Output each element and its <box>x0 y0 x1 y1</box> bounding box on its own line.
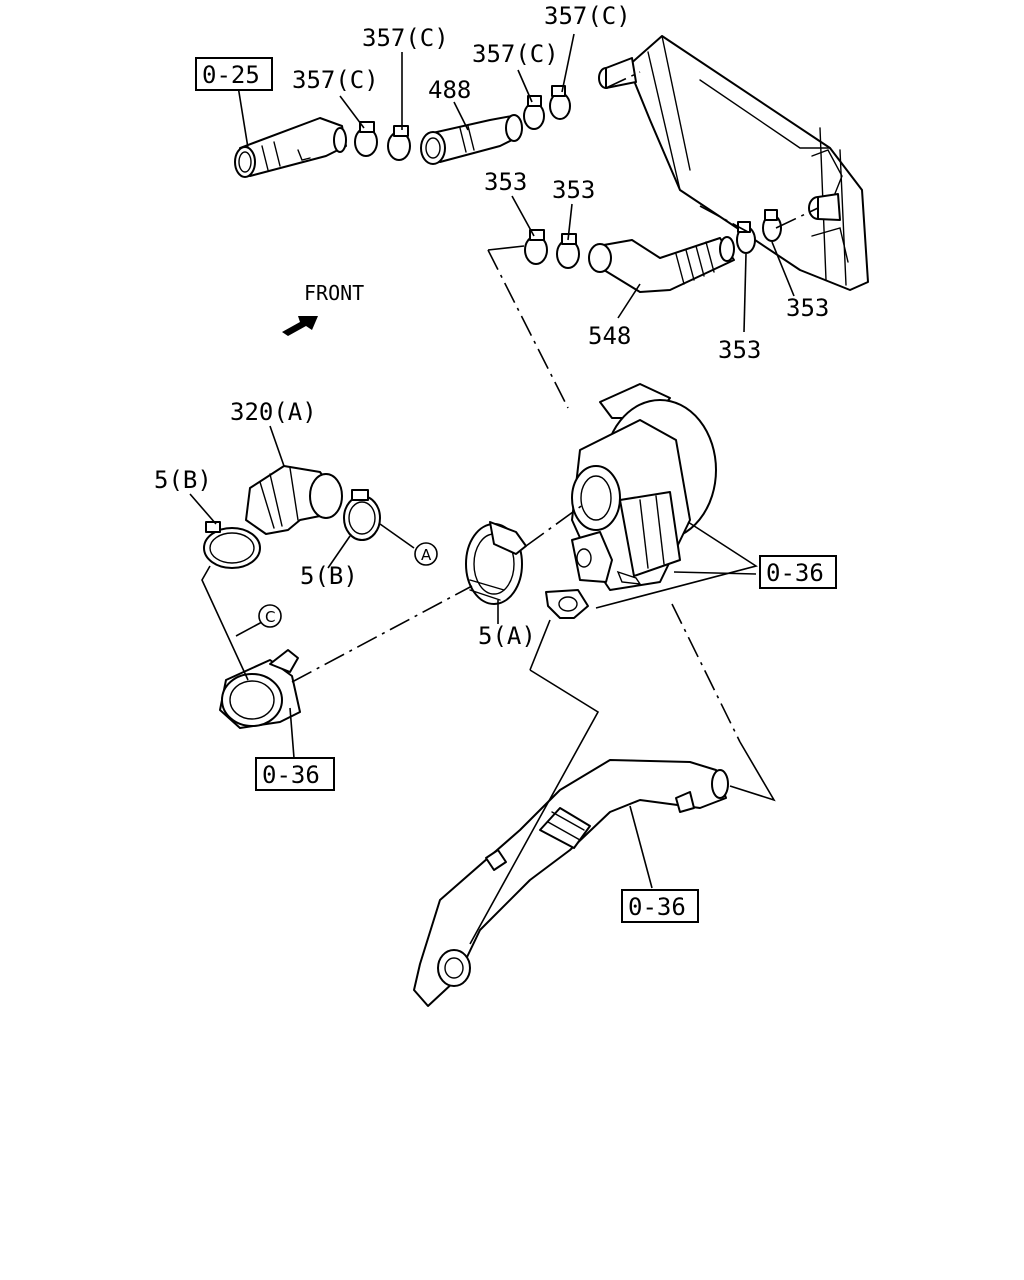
label-357c-3: 357(C) <box>472 40 559 68</box>
ref-box-0-36-turbo <box>759 555 837 589</box>
callout-circle-a <box>414 542 438 566</box>
clamp-357c-4 <box>549 85 571 120</box>
upper-intake-pipe <box>234 117 347 178</box>
callout-circle-c <box>258 604 282 628</box>
ref-box-0-36-elbow <box>255 757 335 791</box>
hose-548 <box>588 236 735 293</box>
compressor-elbow <box>219 649 301 729</box>
clamp-353-1 <box>524 229 548 265</box>
intercooler <box>598 35 869 291</box>
callout-c: C <box>265 608 275 626</box>
hose-320a <box>245 465 343 535</box>
label-5b-lower: 5(B) <box>300 562 358 590</box>
label-488: 488 <box>428 76 471 104</box>
hose-488 <box>420 114 523 165</box>
ref-box-0-25 <box>195 57 273 91</box>
label-0-36-elbow: 0-36 <box>262 761 320 789</box>
connection-lines <box>291 71 819 743</box>
clamp-5b-left <box>203 521 261 569</box>
label-0-36-turbo: 0-36 <box>766 559 824 587</box>
label-353-4: 353 <box>718 336 761 364</box>
part-labels: 0-25 357(C) 357(C) 488 357(C) 357(C) 353… <box>154 2 837 923</box>
turbocharger <box>571 383 717 591</box>
label-5b-upper: 5(B) <box>154 466 212 494</box>
label-353-1: 353 <box>484 168 527 196</box>
gasket <box>545 589 589 619</box>
clamp-353-2 <box>556 233 580 269</box>
clamp-357c-1 <box>354 121 378 157</box>
label-548: 548 <box>588 322 631 350</box>
clamp-357c-2 <box>387 125 411 161</box>
front-label: FRONT <box>304 281 364 305</box>
label-357c-2: 357(C) <box>362 24 449 52</box>
label-320a: 320(A) <box>230 398 317 426</box>
label-357c-1: 357(C) <box>292 66 379 94</box>
label-0-25: 0-25 <box>202 61 260 89</box>
clamp-5b-right <box>343 489 381 541</box>
label-353-3: 353 <box>786 294 829 322</box>
ref-box-0-36-pipe <box>621 889 699 923</box>
label-0-36-pipe: 0-36 <box>628 893 686 921</box>
label-357c-4: 357(C) <box>544 2 631 30</box>
front-arrow-icon <box>282 316 318 336</box>
leader-lines <box>189 33 795 945</box>
callout-a: A <box>421 546 432 564</box>
label-5a: 5(A) <box>478 622 536 650</box>
clamp-353-4 <box>762 209 782 242</box>
outlet-pipe <box>413 759 729 1007</box>
clamp-5a <box>465 521 527 605</box>
clamp-357c-3 <box>523 95 545 130</box>
label-353-2: 353 <box>552 176 595 204</box>
